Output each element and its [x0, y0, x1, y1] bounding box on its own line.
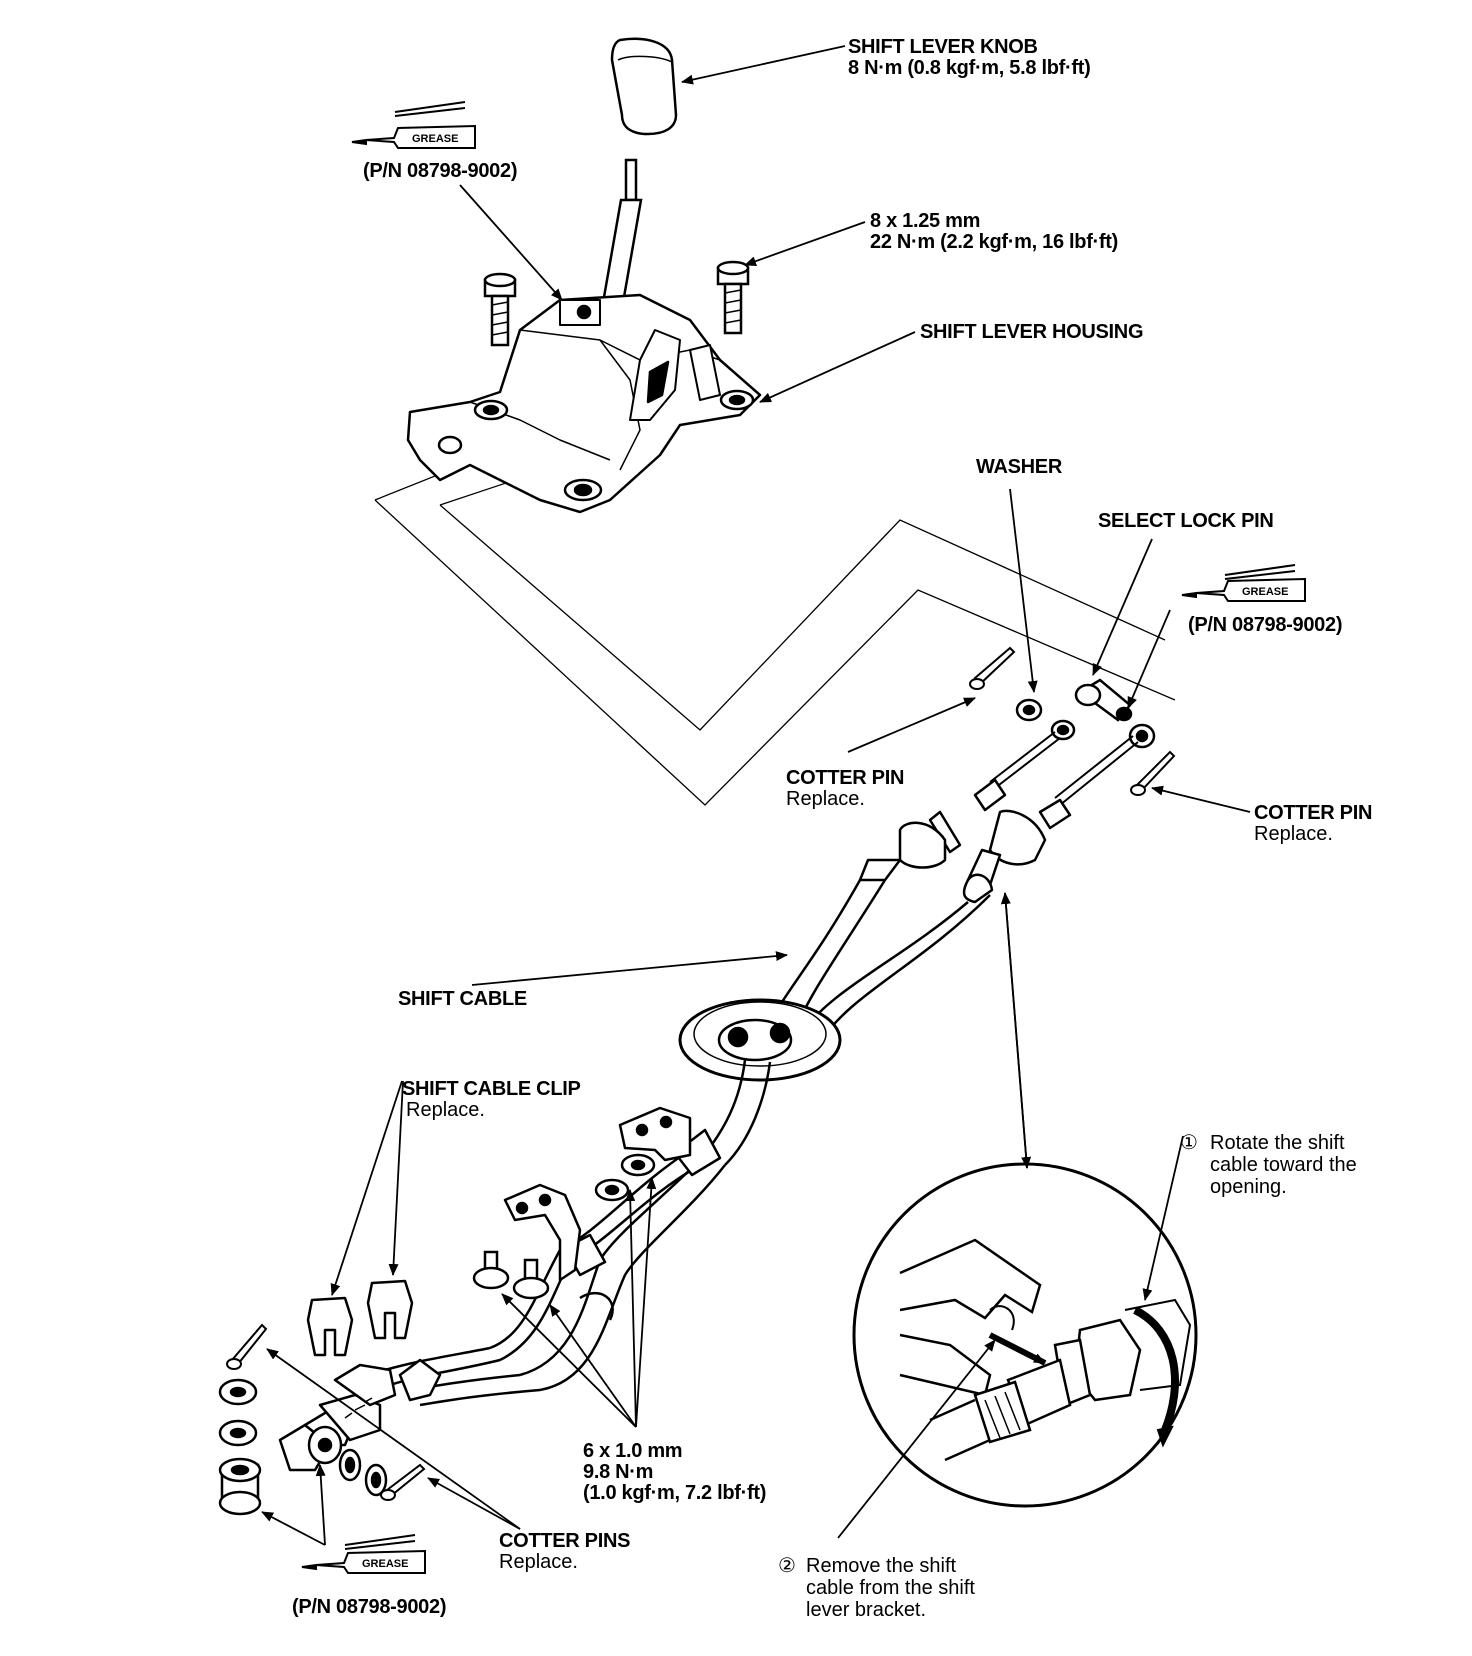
- cable-routing-outline: [374, 439, 1176, 806]
- step-2-number: ②: [778, 1555, 796, 1577]
- cable-bushing: [218, 1457, 262, 1516]
- cotter-pins-label: COTTER PINS: [499, 1530, 631, 1552]
- grease-part-number: (P/N 08798-9002): [292, 1596, 447, 1618]
- shift-cable-label: SHIFT CABLE: [398, 988, 527, 1010]
- step-2-text: Remove the shift: [806, 1555, 957, 1577]
- shift-cable-clip: [306, 1279, 414, 1357]
- grease-tag-text: GREASE: [362, 1558, 408, 1570]
- cable-end-fittings: [278, 1358, 442, 1472]
- replace-note: Replace.: [1254, 823, 1333, 845]
- step-1-text: Rotate the shift: [1210, 1132, 1345, 1154]
- shift-lever-knob-torque: 8 N·m (0.8 kgf·m, 5.8 lbf·ft): [848, 57, 1091, 79]
- grease-part-number: (P/N 08798-9002): [1188, 614, 1343, 636]
- grease-tube-icon: GREASE: [301, 1534, 426, 1574]
- grease-tube-icon: GREASE: [351, 101, 476, 149]
- cotter-pin-label: COTTER PIN: [1254, 802, 1373, 824]
- grease-part-number: (P/N 08798-9002): [363, 160, 518, 182]
- replace-note: Replace.: [406, 1099, 485, 1121]
- cotter-pin-upper-left: [969, 646, 1016, 690]
- rod-end-eye: [1050, 719, 1156, 749]
- cotter-pin-lower-1: [226, 1323, 268, 1370]
- select-lock-pin-label: SELECT LOCK PIN: [1098, 510, 1274, 532]
- washer-lower: [218, 1378, 388, 1497]
- double-arrow-icon: [1000, 892, 1032, 1169]
- step-1-number: ①: [1180, 1132, 1198, 1154]
- step-1-text: opening.: [1210, 1176, 1287, 1198]
- shift-cable-clip-label: SHIFT CABLE CLIP: [402, 1078, 581, 1100]
- shift-lever-knob: [610, 37, 678, 136]
- shift-lever-knob-label: SHIFT LEVER KNOB: [848, 36, 1038, 58]
- bolt-size-label: 8 x 1.25 mm: [870, 210, 981, 232]
- step-2-text: lever bracket.: [806, 1599, 927, 1621]
- cable-bracket-upper: [618, 1106, 692, 1162]
- leader-arrow-icon: [261, 45, 1251, 1546]
- step-2-text: cable from the shift: [806, 1577, 975, 1599]
- grease-tube-icon: GREASE: [1181, 564, 1306, 602]
- cotter-pin-label: COTTER PIN: [786, 767, 905, 789]
- grease-tag-text: GREASE: [1242, 586, 1288, 598]
- bolt-torque-label: 22 N·m (2.2 kgf·m, 16 lbf·ft): [870, 231, 1118, 253]
- select-lock-pin: [1074, 678, 1133, 722]
- grease-tag-text: GREASE: [412, 133, 458, 145]
- shift-cable-assembly: [384, 731, 1139, 1407]
- step-1-text: cable toward the: [1210, 1154, 1357, 1176]
- cotter-pin-upper-right: [1130, 750, 1176, 796]
- nut-torque-label: 9.8 N·m: [583, 1461, 654, 1483]
- housing-bolt-left: [483, 272, 517, 347]
- rotation-arrow-icon: [1133, 1306, 1179, 1432]
- shift-lever-housing: [406, 293, 762, 514]
- removal-arrow-icon: [988, 1332, 1047, 1366]
- cotter-pin-lower-2: [380, 1463, 426, 1501]
- cable-bracket-lower: [503, 1183, 582, 1282]
- replace-note: Replace.: [499, 1551, 578, 1573]
- replace-note: Replace.: [786, 788, 865, 810]
- washer-upper: [1015, 698, 1043, 722]
- housing-bolt-right: [716, 260, 750, 335]
- flange-nut: [594, 1153, 656, 1202]
- shift-lever-housing-label: SHIFT LEVER HOUSING: [920, 321, 1144, 343]
- washer-label: WASHER: [976, 456, 1062, 478]
- detail-view-circle: [852, 1162, 1198, 1508]
- nut-size-label: 6 x 1.0 mm: [583, 1440, 683, 1462]
- nut-torque-alt-label: (1.0 kgf·m, 7.2 lbf·ft): [583, 1482, 767, 1504]
- bracket-bolt: [472, 1250, 550, 1300]
